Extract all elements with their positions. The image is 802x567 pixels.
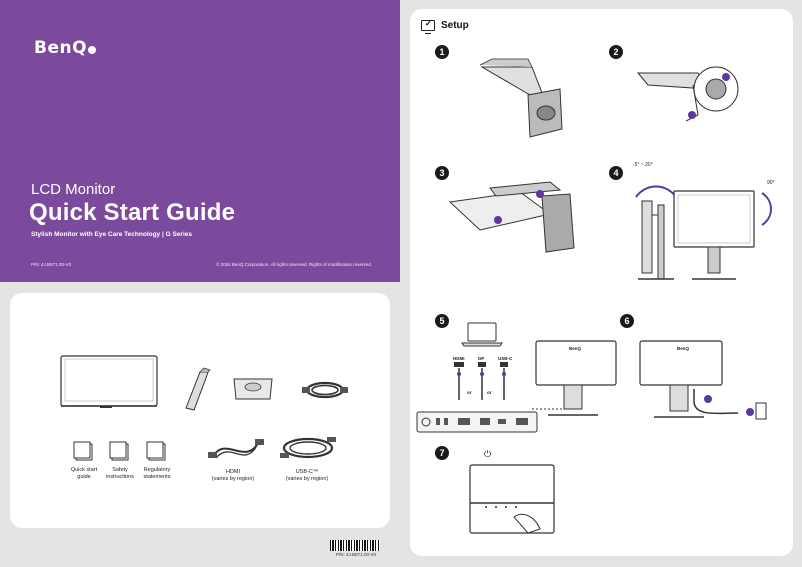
step3-attach-monitor-icon [448, 181, 575, 253]
barcode [330, 540, 380, 551]
stand-arm-icon [185, 367, 211, 411]
monitor-illustration-icon [60, 355, 158, 408]
step4-adjust-angle-icon [635, 185, 772, 280]
product-tagline: Stylish Monitor with Eye Care Technology… [31, 231, 192, 238]
copyright-text: © 2024 BenQ Corporation. All rights rese… [216, 262, 372, 267]
caption-regulatory: Regulatory statements [143, 467, 171, 480]
port-label-hdmi: HDMI [453, 356, 465, 361]
benq-logo: BenQ [34, 38, 97, 58]
quick-start-guide-icon [73, 441, 93, 461]
monitor-port-panel-icon [416, 411, 538, 433]
box-contents-panel: Quick start guide Safety instructions Re… [10, 293, 390, 528]
cover-panel: BenQ LCD Monitor Quick Start Guide Styli… [0, 0, 400, 282]
tilt-angle-label: -5° ~ 20° [633, 162, 653, 168]
laptop-icon [461, 322, 503, 347]
part-number: P/N: 4J.B5T1.00-V0 [31, 262, 72, 267]
product-subtitle: LCD Monitor [31, 181, 116, 198]
step1-attach-stand-icon [479, 58, 563, 138]
caption-safety: Safety instructions [106, 467, 134, 480]
step-badge-2: 2 [609, 45, 623, 59]
monitor-brand-step5: BenQ [569, 346, 582, 351]
step6-power-connect-icon [639, 340, 767, 420]
hdmi-cable-icon [208, 439, 264, 459]
pivot-angle-label: 90° [767, 180, 775, 186]
power-symbol-icon: ⏻ [484, 449, 492, 459]
power-cable-icon [302, 381, 348, 399]
step7-power-on-icon [469, 464, 555, 534]
step2-screw-base-icon [636, 66, 739, 122]
step-badge-7: 7 [435, 446, 449, 460]
setup-panel: ✓ Setup 1 2 3 4 -5° ~ 20° 90° [410, 9, 793, 556]
barcode-text: P/N: 4J.B5T1.00-V0 [336, 552, 377, 557]
caption-quick-start: Quick start guide [70, 467, 98, 480]
or-label-1: or [467, 390, 472, 395]
caption-usbc: USB-C™ (varies by region) [285, 469, 329, 482]
logo-text: BenQ [34, 38, 88, 58]
step5-video-cables-icon [454, 362, 508, 400]
step-badge-4: 4 [609, 166, 623, 180]
step-badge-5: 5 [435, 314, 449, 328]
usbc-cable-icon [280, 437, 336, 459]
monitor-brand-step6: BenQ [677, 346, 690, 351]
port-label-dp: DP [478, 356, 485, 361]
step-badge-6: 6 [620, 314, 634, 328]
setup-checkmark-icon: ✓ [421, 20, 435, 34]
logo-dot-icon [88, 46, 97, 54]
step-badge-3: 3 [435, 166, 449, 180]
step-badge-1: 1 [435, 45, 449, 59]
monitor-back-icon [532, 340, 617, 416]
caption-hdmi: HDMI (varies by region) [211, 469, 255, 482]
guide-title: Quick Start Guide [29, 199, 236, 226]
safety-instructions-icon [109, 441, 129, 461]
regulatory-statements-icon [146, 441, 166, 461]
port-label-usbc: USB-C [498, 356, 513, 361]
or-label-2: or [487, 390, 492, 395]
setup-title: Setup [441, 20, 469, 31]
stand-base-icon [233, 378, 273, 400]
